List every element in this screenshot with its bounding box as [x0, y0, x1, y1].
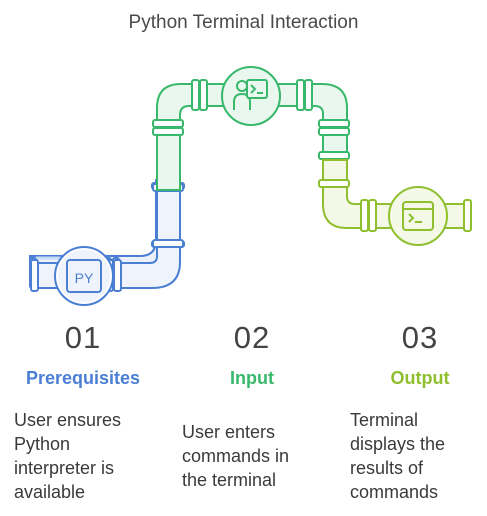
- step-3: 03 Output: [345, 320, 487, 389]
- description-line: interpreter is: [14, 458, 115, 478]
- description-line: commands: [350, 482, 439, 502]
- user-terminal-icon: [221, 66, 281, 126]
- description-line: User enters: [182, 422, 276, 442]
- step-number: 01: [64, 320, 102, 355]
- python-file-icon: PY: [54, 246, 114, 306]
- description-line: results of: [350, 458, 424, 478]
- py-icon-text: PY: [75, 270, 94, 286]
- diagram-title: Python Terminal Interaction: [128, 12, 359, 33]
- step-label: Input: [230, 368, 274, 388]
- description-line: available: [14, 482, 86, 502]
- description-line: Terminal: [350, 410, 419, 430]
- step-label: Prerequisites: [25, 368, 141, 388]
- step-label: Output: [390, 368, 450, 388]
- step-2: 02 Input: [177, 320, 327, 389]
- step-number: 02: [233, 320, 271, 355]
- description-line: User ensures: [14, 410, 122, 430]
- description-line: displays the: [350, 434, 446, 454]
- description-line: Python: [14, 434, 71, 454]
- step-number: 03: [401, 320, 439, 355]
- step-2-description: User enters commands in the terminal: [182, 420, 289, 492]
- step-1: 01 Prerequisites: [8, 320, 158, 389]
- terminal-window-icon: [388, 186, 448, 246]
- description-line: the terminal: [182, 470, 277, 490]
- step-1-description: User ensures Python interpreter is avail…: [14, 408, 121, 504]
- step-3-description: Terminal displays the results of command…: [350, 408, 445, 504]
- description-line: commands in: [182, 446, 290, 466]
